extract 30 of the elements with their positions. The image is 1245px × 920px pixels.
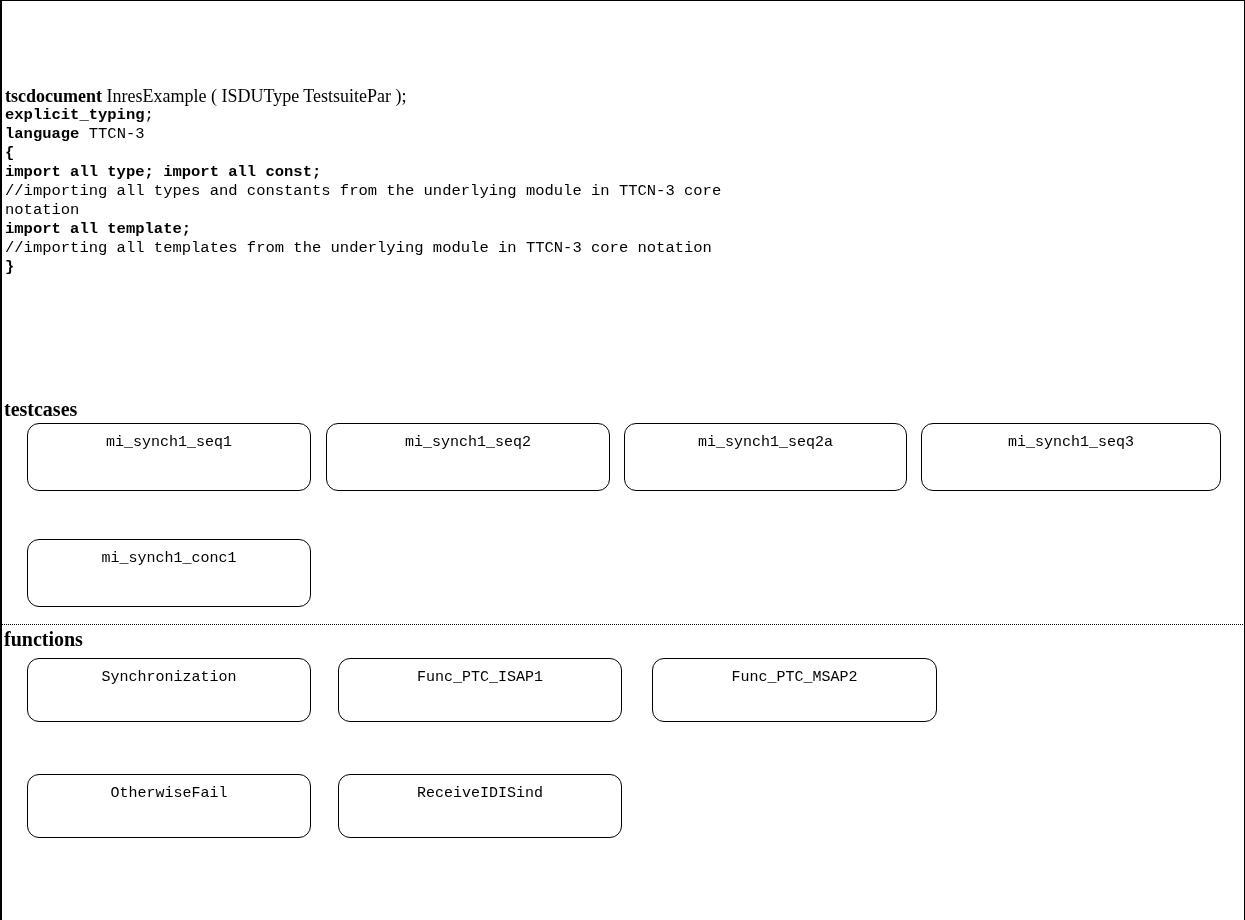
rounded-box xyxy=(921,423,1221,491)
box-label: mi_synch1_seq2a xyxy=(698,434,833,453)
box-label: Func_PTC_ISAP1 xyxy=(417,669,543,688)
box-label: OtherwiseFail xyxy=(110,785,228,804)
code-line: } xyxy=(5,258,16,277)
rounded-box xyxy=(27,423,311,491)
box-label: mi_synch1_conc1 xyxy=(101,550,237,569)
code-line: //importing all templates from the underlying module in TTCN-3 core notation xyxy=(5,239,713,258)
code-line: import all template; xyxy=(5,220,193,239)
box-label: mi_synch1_seq1 xyxy=(106,434,232,453)
rounded-box xyxy=(652,658,937,722)
code-line: import all type; import all const; xyxy=(5,163,323,182)
rounded-box xyxy=(27,658,311,722)
rounded-box xyxy=(338,774,622,838)
section-heading: functions xyxy=(4,629,83,649)
rounded-box xyxy=(338,658,622,722)
code-line: { xyxy=(5,144,16,163)
box-label: mi_synch1_seq2 xyxy=(405,434,531,453)
section-heading: testcases xyxy=(4,399,78,419)
code-line: language TTCN-3 xyxy=(5,125,146,144)
box-label: Func_PTC_MSAP2 xyxy=(731,669,858,688)
rounded-box xyxy=(326,423,610,491)
code-line: tscdocument InresExample ( ISDUType TestsuitePar ); xyxy=(5,86,408,106)
rounded-box xyxy=(624,423,907,491)
rounded-box xyxy=(27,539,311,607)
rounded-box xyxy=(27,774,311,838)
box-label: Synchronization xyxy=(101,669,237,688)
code-line: explicit_typing; xyxy=(5,106,155,125)
box-label: mi_synch1_seq3 xyxy=(1008,434,1134,453)
box-label: ReceiveIDISind xyxy=(417,785,543,804)
